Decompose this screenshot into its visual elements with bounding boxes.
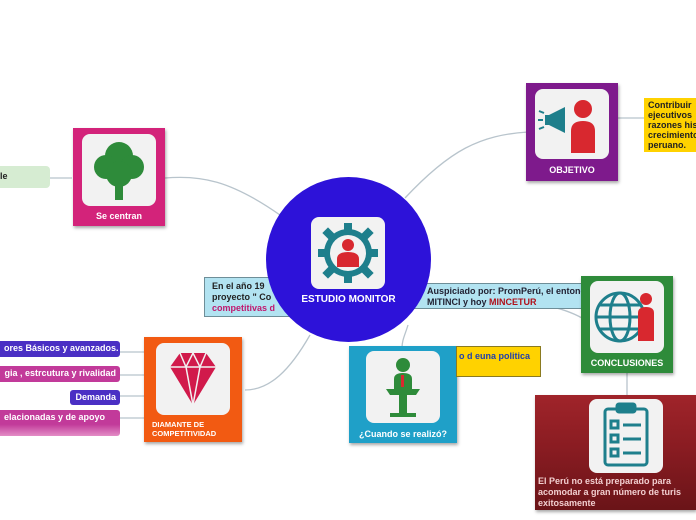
diamante-item-relacionadas[interactable]: elacionadas y de apoyo [0,410,120,436]
megaphone-icon-tile [535,89,609,159]
auspiciado-line-2: MITINCI y hoy MINCETUR [427,297,604,308]
podium-icon-tile [366,351,440,423]
globe-person-icon [594,291,654,343]
objetivo-note-line: razones his [648,120,696,130]
diamante-caption: DIAMANTE DE COMPETITIVIDAD [152,420,216,438]
center-title: ESTUDIO MONITOR [301,294,396,305]
en-el-ano-line-text: proyecto " Co [212,292,272,302]
checklist-icon [603,402,649,467]
diamante-caption-line: COMPETITIVIDAD [152,429,217,438]
objetivo-note-line: Contribuir [648,100,692,110]
objetivo-note-line: peruano. [648,140,687,150]
objetivo-note-line: ejecutivos [648,110,693,120]
checklist-icon-tile [589,399,663,473]
auspiciado-line-1: Auspiciado por: PromPerú, el entonces [427,286,596,296]
cuando-caption: ¿Cuando se realizó? [358,429,447,439]
diamante-item-label: elacionadas y de apoyo [4,412,106,422]
conclusion-text: El Perú no está preparado para acomodar … [538,476,696,509]
gear-person-icon [318,223,378,283]
auspiciado-line-2-prefix: MITINCI y hoy [427,297,490,307]
diamante-item-factores[interactable]: ores Básicos y avanzados. [0,341,120,357]
megaphone-person-icon [538,100,595,153]
conclusiones-caption: CONCLUSIONES [590,358,664,368]
diamante-item-estrategia[interactable]: gia , estrcutura y rivalidad [0,366,120,382]
conclusion-text-line: exitosamente [538,498,596,508]
en-el-ano-line: En el año 19 [212,281,265,291]
en-el-ano-line: proyecto " Co [212,292,295,303]
mincetur-highlight: MINCETUR [489,297,537,307]
tree-icon [94,142,144,200]
objetivo-caption: OBJETIVO [549,165,595,175]
diamond-icon [170,351,216,406]
diamante-caption-line: DIAMANTE DE [152,420,205,429]
politica-note-text: o d euna politica [459,351,531,361]
conclusion-text-card[interactable]: El Perú no está preparado para acomodar … [535,395,696,510]
diamond-icon-tile [156,343,230,415]
auspiciado-note[interactable]: Auspiciado por: PromPerú, el entonces MI… [410,283,605,309]
objetivo-note-line: crecimiento [648,130,696,140]
se-centran-node[interactable]: Se centran [73,128,165,226]
diamante-node[interactable]: DIAMANTE DE COMPETITIVIDAD [144,337,242,442]
diamante-item-label: gia , estrcutura y rivalidad [4,368,116,378]
diamante-item-demanda[interactable]: Demanda [70,390,120,405]
objetivo-node[interactable]: OBJETIVO [526,83,618,181]
politica-note[interactable]: o d euna politica [456,346,541,377]
se-centran-caption: Se centran [95,211,143,221]
center-node[interactable]: ESTUDIO MONITOR [266,177,431,342]
tree-icon-tile [82,134,156,206]
objetivo-note[interactable]: Contribuir ejecutivos razones his crecim… [644,98,696,152]
se-centran-note-text: le [0,171,8,181]
diamante-item-label: Demanda [75,392,116,402]
speaker-podium-icon [386,358,420,417]
center-icon-tile [311,217,385,289]
conclusion-text-line: acomodar a gran número de turis [538,487,682,497]
conclusion-text-line: El Perú no está preparado para [538,476,672,486]
diamante-item-label: ores Básicos y avanzados. [4,343,119,353]
cuando-node[interactable]: ¿Cuando se realizó? [349,346,457,443]
en-el-ano-line: competitivas d [212,303,276,313]
conclusiones-node[interactable]: CONCLUSIONES [581,276,673,373]
se-centran-note[interactable]: le [0,166,50,188]
globe-icon-tile [590,281,664,353]
